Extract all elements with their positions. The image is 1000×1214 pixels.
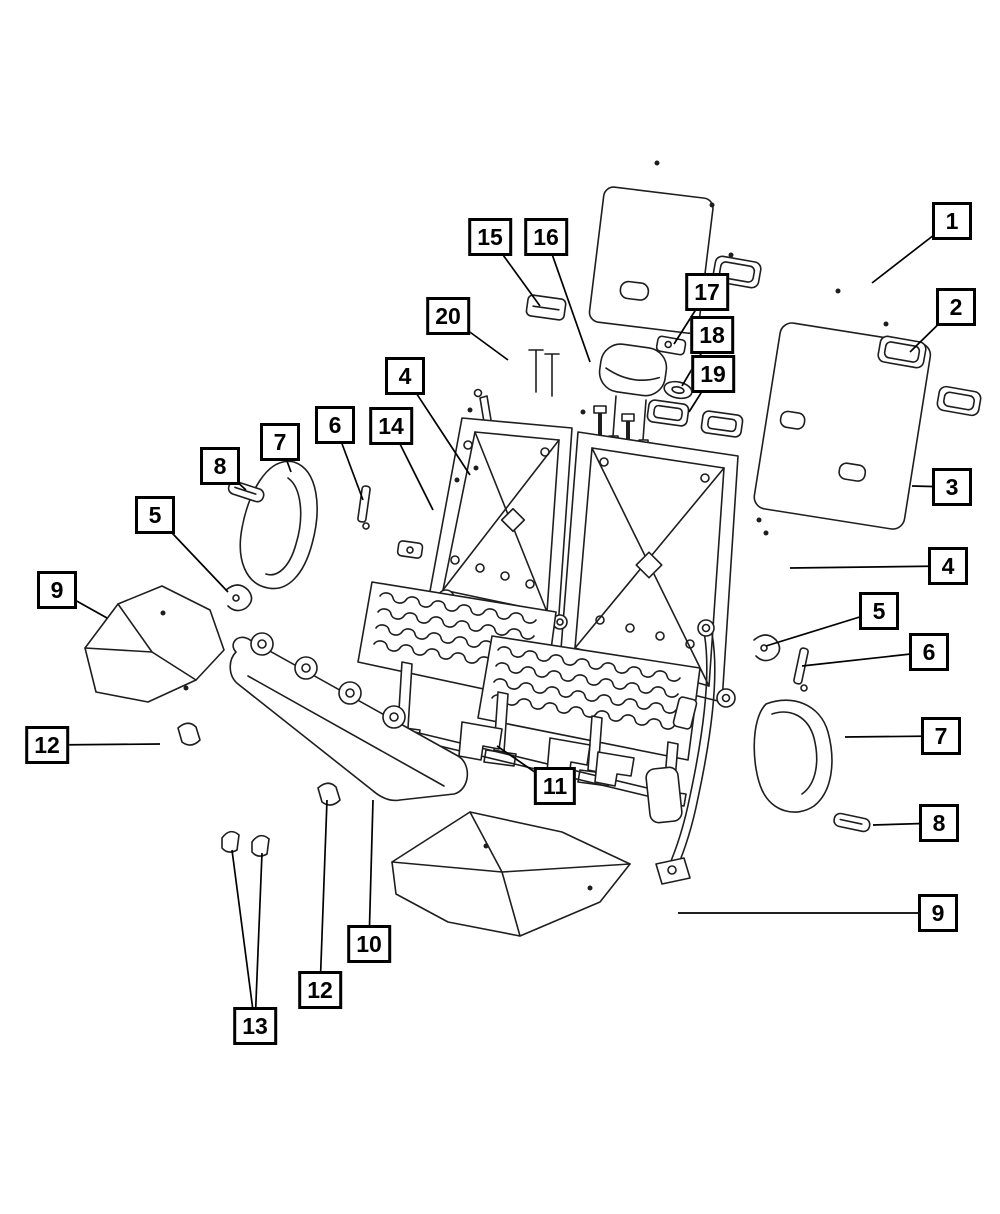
recliner-handle-right xyxy=(833,812,871,833)
callout-6: 6 xyxy=(909,633,949,671)
leader-line-12 xyxy=(319,799,328,991)
callout-11: 11 xyxy=(533,767,577,805)
callout-9: 9 xyxy=(37,571,77,609)
callout-1: 1 xyxy=(932,202,972,240)
callout-20: 20 xyxy=(426,297,470,335)
leader-line-4 xyxy=(789,565,949,569)
seatback-frame-right xyxy=(559,431,739,703)
floor-brackets xyxy=(458,721,635,787)
callout-8: 8 xyxy=(919,804,959,842)
cushion-frame-right xyxy=(477,635,701,761)
seatback-panel-right xyxy=(753,322,932,530)
screw-dots xyxy=(183,160,889,691)
leader-line-16 xyxy=(545,236,591,363)
seat-belt xyxy=(645,619,716,885)
headrest xyxy=(598,343,668,451)
callout-17: 17 xyxy=(685,273,729,311)
leader-line-13 xyxy=(231,849,256,1027)
sill-trim xyxy=(229,632,469,802)
small-clip xyxy=(396,540,424,559)
bezel-icon xyxy=(700,410,744,438)
callout-5: 5 xyxy=(859,592,899,630)
callout-4: 4 xyxy=(928,547,968,585)
bezel-icon xyxy=(936,385,982,417)
leader-line-10 xyxy=(368,799,374,945)
callout-16: 16 xyxy=(524,218,568,256)
seatback-panel-top xyxy=(588,186,714,334)
latch-cover xyxy=(525,294,567,321)
side-shield-left xyxy=(239,460,318,590)
carpet-bottom xyxy=(391,811,631,937)
callout-10: 10 xyxy=(347,925,391,963)
leader-line-13 xyxy=(254,852,263,1027)
callout-4: 4 xyxy=(385,357,425,395)
callout-2: 2 xyxy=(936,288,976,326)
leader-lines xyxy=(46,220,957,1027)
callout-7: 7 xyxy=(260,423,300,461)
callout-7: 7 xyxy=(921,717,961,755)
callout-18: 18 xyxy=(690,316,734,354)
latch-small xyxy=(655,335,687,356)
callout-8: 8 xyxy=(200,447,240,485)
bezel-icon xyxy=(877,335,927,369)
callout-6: 6 xyxy=(315,406,355,444)
callout-9: 9 xyxy=(918,894,958,932)
carpet-left xyxy=(84,585,225,703)
callout-15: 15 xyxy=(468,218,512,256)
callout-14: 14 xyxy=(369,407,413,445)
hook-latch xyxy=(225,584,781,662)
bezel-icon xyxy=(646,399,690,427)
hook-clip xyxy=(177,722,341,857)
bracket-oval xyxy=(663,380,693,400)
callout-12: 12 xyxy=(298,971,342,1009)
callout-3: 3 xyxy=(932,468,972,506)
callout-13: 13 xyxy=(233,1007,277,1045)
recliner-handle-left xyxy=(227,480,265,503)
callout-12: 12 xyxy=(25,726,69,764)
callout-19: 19 xyxy=(691,355,735,393)
callout-5: 5 xyxy=(135,496,175,534)
leader-line-6 xyxy=(801,651,930,667)
pin-rod xyxy=(357,485,809,692)
side-shield-right xyxy=(753,699,833,813)
striker-pins xyxy=(528,349,560,397)
